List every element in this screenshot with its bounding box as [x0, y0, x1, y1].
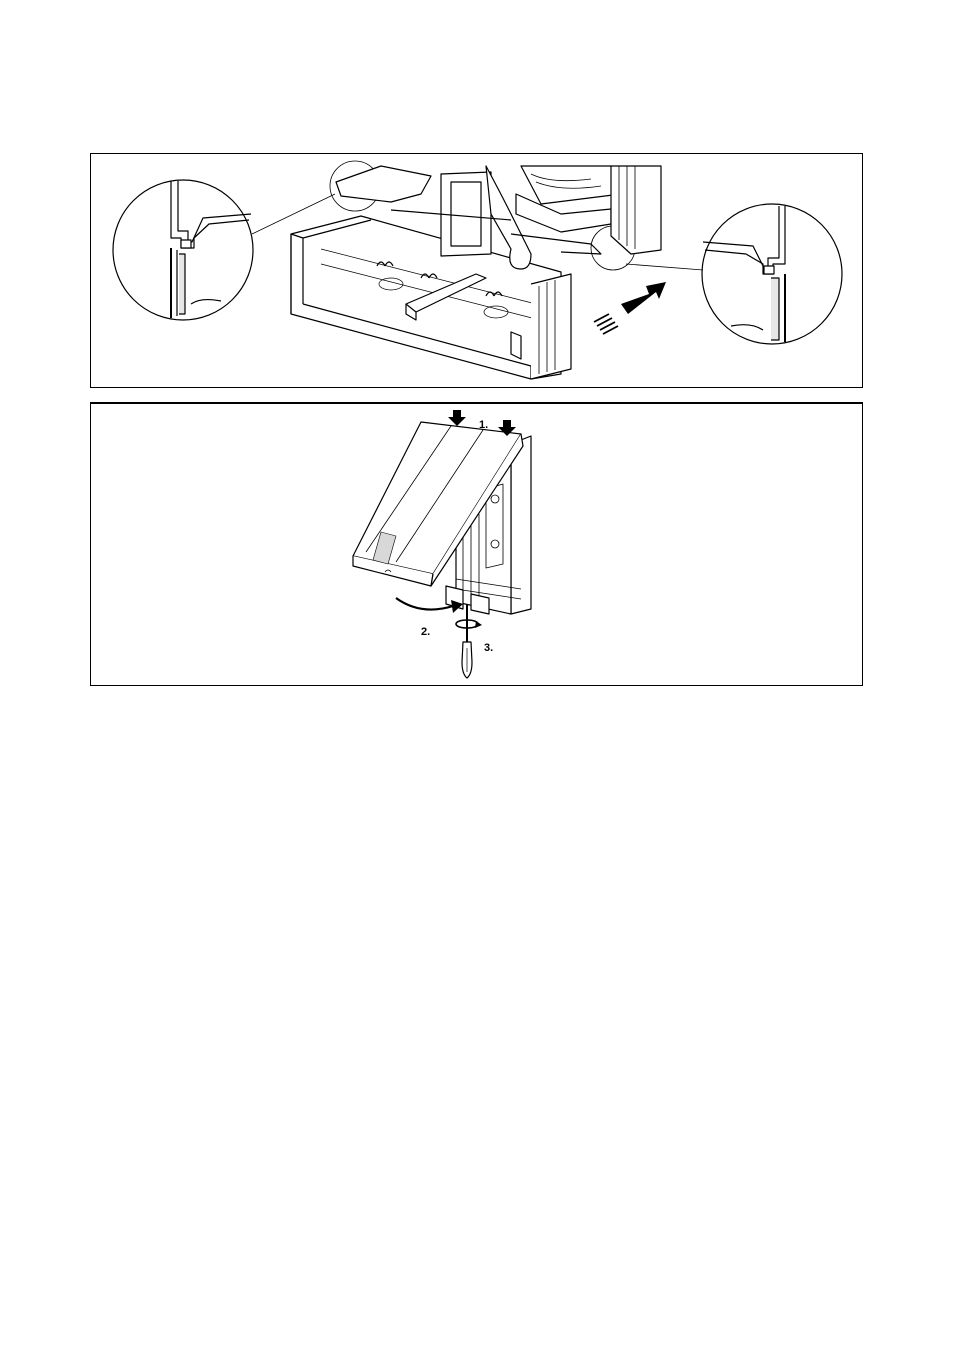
mounting-illustration	[91, 154, 862, 387]
screwdriver-icon	[456, 604, 482, 678]
mounting-illustration-frame	[90, 153, 863, 388]
step-3-label: 3.	[484, 642, 493, 654]
cover-illustration-frame: 1. 2. 3.	[90, 402, 863, 686]
press-arrow-left	[448, 410, 466, 426]
cover-illustration	[91, 404, 862, 686]
wall-bracket	[291, 216, 571, 379]
push-direction-arrow	[594, 282, 666, 334]
step-2-label: 2.	[421, 626, 430, 638]
step-1-label: 1.	[479, 419, 488, 431]
swing-arrow	[396, 598, 453, 610]
